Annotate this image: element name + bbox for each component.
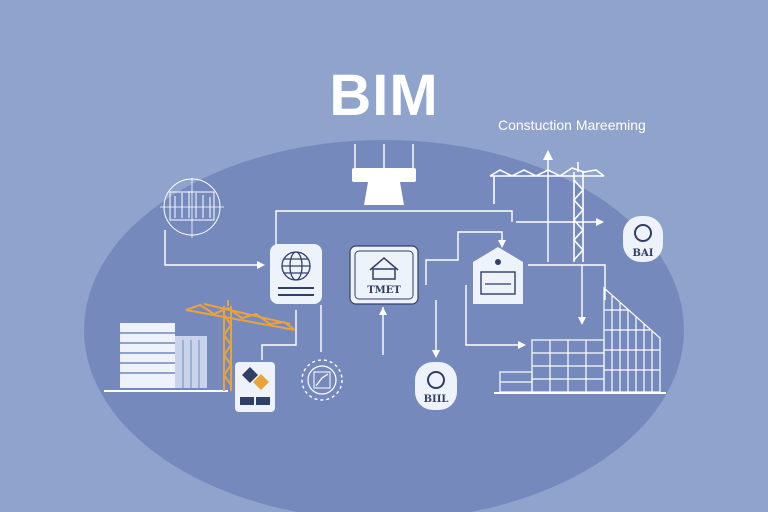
bai-badge-label: BAI <box>633 248 654 259</box>
document-card[interactable] <box>235 362 275 412</box>
building-icon <box>104 323 228 392</box>
tower-crane-icon <box>489 162 605 262</box>
globe-card-lines <box>278 287 314 296</box>
bai-badge[interactable]: BAI <box>623 216 663 262</box>
house-card-label: TMET <box>367 285 401 296</box>
house-icon <box>369 257 399 280</box>
bim-badge[interactable]: BIIL <box>415 362 457 410</box>
bim-badge-label: BIIL <box>424 394 449 405</box>
monitor-icon <box>352 168 416 205</box>
page-subtitle: Constuction Mareeming <box>498 117 646 133</box>
crane-icon <box>185 300 296 391</box>
arrowheads <box>257 150 604 358</box>
glass-tower-icon <box>494 286 666 394</box>
tag-card[interactable] <box>473 247 523 304</box>
diamond-icon <box>242 367 269 390</box>
background-ellipse <box>84 140 684 512</box>
tag-icon <box>495 259 501 265</box>
gear-icon <box>301 359 343 401</box>
house-card[interactable]: TMET <box>349 245 419 305</box>
page-title: BIM <box>329 63 439 128</box>
globe-card[interactable] <box>270 244 322 304</box>
globe-icon <box>281 251 311 281</box>
compass-icon <box>160 178 224 238</box>
